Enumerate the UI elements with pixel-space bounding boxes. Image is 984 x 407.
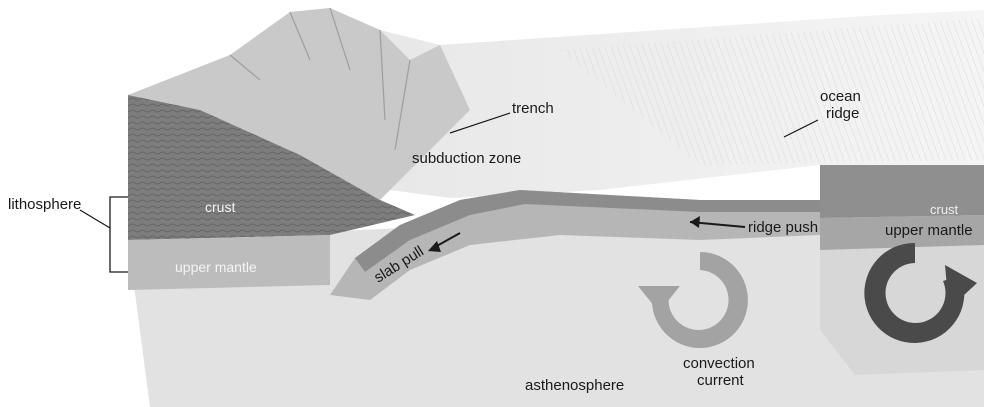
lithosphere-bracket	[80, 197, 128, 272]
label-crust-left: crust	[205, 199, 235, 215]
label-convection-2: current	[697, 372, 745, 389]
label-ocean-ridge-2: ridge	[826, 105, 859, 122]
label-ocean-ridge-1: ocean	[820, 88, 861, 105]
label-upper-mantle-right: upper mantle	[885, 222, 973, 239]
label-crust-right: crust	[930, 202, 959, 217]
label-asthenosphere: asthenosphere	[525, 377, 624, 394]
label-upper-mantle-left: upper mantle	[175, 259, 257, 275]
label-lithosphere: lithosphere	[8, 196, 81, 213]
label-convection-1: convection	[683, 355, 755, 372]
label-trench: trench	[512, 100, 554, 117]
label-ridge-push: ridge push	[748, 219, 818, 236]
label-subduction-zone: subduction zone	[412, 150, 521, 167]
ridge-crust-right	[820, 165, 984, 218]
